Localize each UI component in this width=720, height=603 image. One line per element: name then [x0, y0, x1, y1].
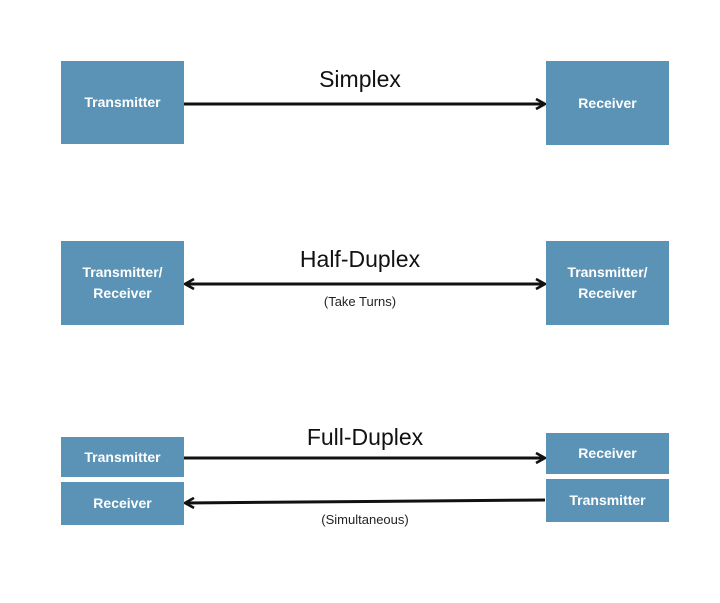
- full-duplex-right-receiver-box: Receiver: [546, 433, 669, 474]
- full-duplex-right-transmitter-label: Transmitter: [569, 492, 646, 508]
- full-duplex-note: (Simultaneous): [321, 512, 409, 527]
- full-duplex-left-transmitter-box: Transmitter: [61, 437, 184, 477]
- simplex-receiver-box: Receiver: [546, 61, 669, 145]
- simplex-receiver-label: Receiver: [578, 94, 637, 111]
- half-duplex-right-box: Transmitter/ Receiver: [546, 241, 669, 325]
- half-duplex-title: Half-Duplex: [299, 246, 421, 272]
- simplex-transmitter-label: Transmitter: [84, 94, 161, 110]
- half-duplex-left-line1: Transmitter/: [82, 264, 163, 280]
- full-duplex-left-transmitter-label: Transmitter: [84, 448, 161, 465]
- full-duplex-right-transmitter-box: Transmitter: [546, 479, 669, 522]
- simplex-title: Simplex: [319, 66, 401, 92]
- full-duplex-left-receiver-label: Receiver: [93, 495, 152, 511]
- half-duplex-right-line1: Transmitter/: [567, 264, 648, 280]
- half-duplex-left-line2: Receiver: [93, 285, 152, 301]
- full-duplex-left-receiver-box: Receiver: [61, 482, 184, 525]
- simplex-transmitter-box: Transmitter: [61, 61, 184, 144]
- full-duplex-title: Full-Duplex: [306, 424, 424, 450]
- half-duplex-note: (Take Turns): [323, 294, 397, 309]
- full-duplex-right-receiver-label: Receiver: [578, 445, 637, 461]
- full-duplex-reverse-arrow: [185, 500, 546, 503]
- half-duplex-left-box: Transmitter/ Receiver: [61, 241, 184, 325]
- half-duplex-right-line2: Receiver: [578, 285, 637, 301]
